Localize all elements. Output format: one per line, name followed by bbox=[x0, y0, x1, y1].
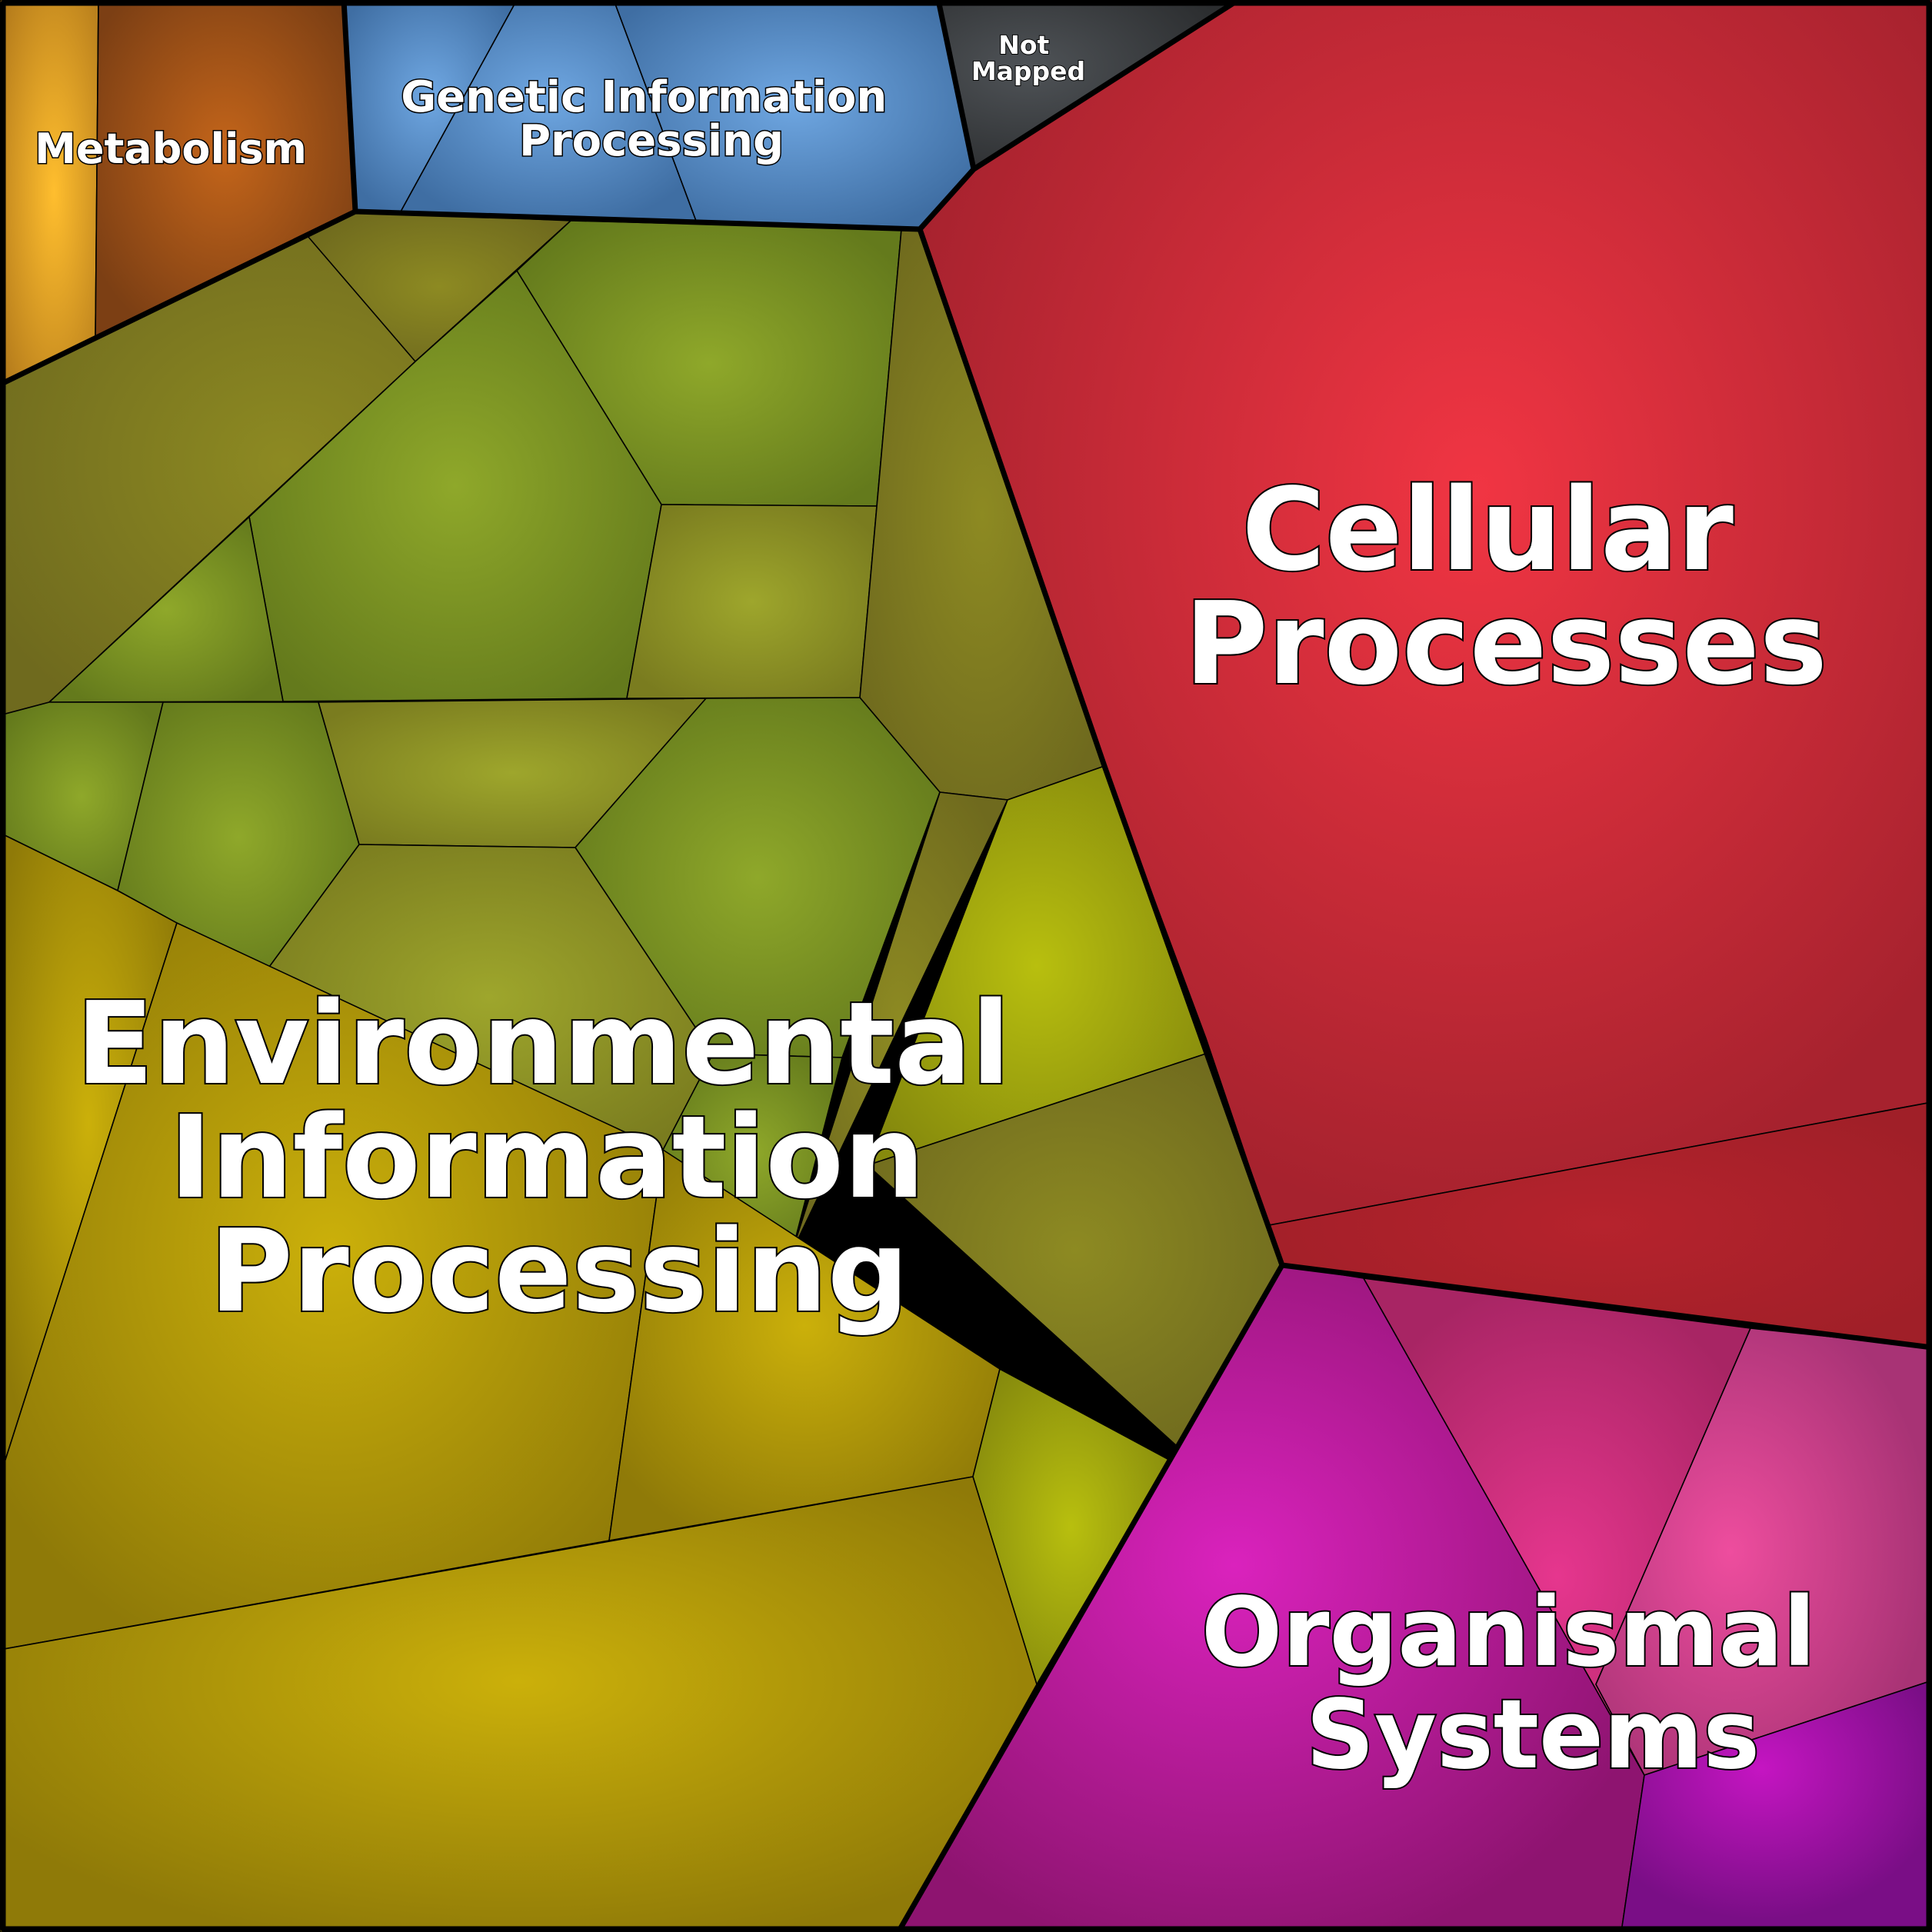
label-organismal-systems: Organismal Systems bbox=[1201, 1577, 1849, 1790]
label-environmental-information-processing: Environmental Information Processing bbox=[76, 978, 1051, 1337]
region-metabolism[interactable] bbox=[0, 0, 356, 385]
region-environmental-information-processing[interactable] bbox=[0, 211, 1283, 1932]
label-not-mapped: Not Mapped bbox=[971, 30, 1085, 86]
region-genetic-information-processing[interactable] bbox=[343, 0, 974, 230]
label-cellular-processes: Cellular Processes bbox=[1184, 464, 1827, 710]
label-genetic-information-processing: Genetic Information Processing bbox=[401, 72, 902, 166]
cell bbox=[626, 504, 878, 699]
cell bbox=[0, 0, 99, 385]
labels: Metabolism Genetic Information Processin… bbox=[34, 29, 1849, 1792]
region-organismal-systems[interactable] bbox=[898, 1264, 1932, 1932]
cell bbox=[1621, 1680, 1932, 1932]
cell bbox=[791, 791, 1009, 1252]
label-metabolism: Metabolism bbox=[35, 125, 307, 173]
